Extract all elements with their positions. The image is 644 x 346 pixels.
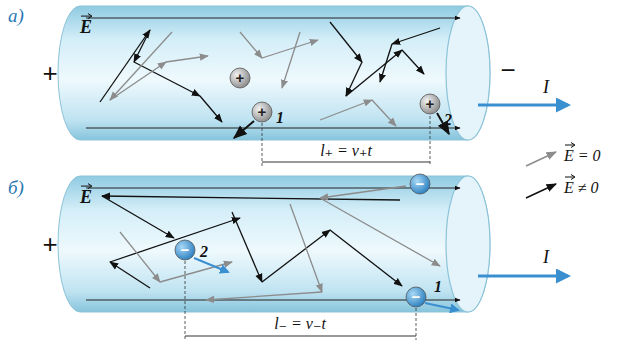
trajectory-arrow — [282, 32, 300, 88]
trajectory-arrow — [330, 230, 402, 286]
dimension-tick — [262, 123, 263, 166]
trajectory-arrow — [206, 292, 322, 300]
charge-sign: + — [426, 96, 435, 113]
trajectory-arrow — [166, 56, 208, 62]
current-symbol: I — [543, 248, 549, 268]
trajectory-arrow — [372, 100, 396, 126]
trajectory-arrow — [346, 50, 402, 96]
ion — [252, 102, 272, 122]
current-arrow — [478, 104, 568, 107]
current-symbol: I — [543, 78, 549, 98]
field-line — [86, 188, 460, 189]
trajectory-arrow — [134, 62, 200, 96]
callout-number: 1 — [276, 109, 284, 127]
charge-sign: − — [416, 176, 425, 193]
trajectory-arrow — [380, 44, 392, 82]
legend-sample — [526, 184, 556, 198]
trajectory-arrow — [240, 32, 262, 58]
trajectory-arrow — [110, 218, 240, 262]
current-arrow — [478, 275, 568, 278]
conductor-body — [58, 176, 490, 312]
legend-sample — [526, 152, 556, 166]
terminal-sign: + — [42, 59, 57, 88]
dimension-tick — [416, 308, 417, 340]
trajectory-arrow — [320, 186, 406, 198]
vector-arrow — [564, 174, 576, 180]
field-symbol: E — [80, 18, 92, 38]
trajectory-arrow — [402, 50, 424, 74]
legend-entry: E ≠ 0 — [564, 179, 599, 197]
electron — [406, 287, 426, 307]
legend-text: E ≠ 0 — [564, 179, 599, 197]
field-symbol: E — [80, 188, 92, 208]
panel-letter: б) — [8, 178, 24, 199]
trajectory-arrow — [290, 204, 322, 292]
trajectory-arrow — [320, 100, 372, 120]
panel-letter: а) — [8, 6, 24, 27]
vector-arrow — [80, 13, 92, 19]
trajectory-arrow — [110, 32, 172, 100]
electron — [175, 240, 195, 260]
trajectory-arrow — [262, 230, 330, 282]
trajectory-arrow — [262, 40, 318, 58]
trajectory-arrow — [232, 212, 262, 282]
velocity-arrow — [194, 258, 228, 272]
conductor-end — [446, 176, 490, 312]
dimension-label: l₊ = v₊t — [320, 142, 372, 160]
trajectory-arrow — [160, 262, 232, 282]
callout-number: 2 — [200, 243, 208, 261]
trajectory-arrow — [110, 62, 166, 100]
field-line — [86, 300, 460, 301]
callout-number: 1 — [434, 278, 442, 296]
vector-arrow — [564, 142, 576, 148]
trajectory-arrow — [330, 22, 362, 62]
trajectory-arrow — [102, 196, 174, 238]
trajectory-arrow — [346, 62, 362, 96]
trajectory-arrow — [200, 96, 222, 122]
dimension-line — [185, 336, 416, 337]
trajectory-arrow — [134, 30, 150, 62]
trajectory-arrow — [392, 28, 440, 44]
dimension-line — [262, 162, 430, 163]
charge-sign: + — [236, 70, 245, 87]
trajectory-arrow — [320, 198, 440, 266]
terminal-sign: + — [42, 230, 57, 259]
conductor-body — [58, 6, 490, 140]
legend-text: E = 0 — [564, 147, 601, 165]
legend-entry: E = 0 — [564, 147, 601, 165]
charge-sign: − — [412, 289, 421, 306]
dimension-tick — [185, 261, 186, 340]
velocity-arrow — [425, 303, 458, 310]
field-line — [86, 128, 460, 129]
charge-sign: − — [181, 242, 190, 259]
callout-number: 2 — [444, 111, 452, 129]
dimension-tick — [430, 116, 431, 166]
trajectory-arrow — [120, 232, 160, 282]
ion — [420, 94, 440, 114]
conductor-end — [446, 6, 490, 140]
ion — [230, 68, 250, 88]
dimension-label: l₋ = v₋t — [274, 315, 326, 333]
electron — [410, 174, 430, 194]
vector-arrow — [80, 183, 92, 189]
trajectory-arrow — [102, 196, 400, 200]
velocity-arrow — [234, 121, 254, 138]
field-line — [86, 18, 460, 19]
charge-sign: + — [258, 104, 267, 121]
trajectory-arrow — [110, 262, 150, 288]
terminal-sign: − — [500, 56, 515, 85]
